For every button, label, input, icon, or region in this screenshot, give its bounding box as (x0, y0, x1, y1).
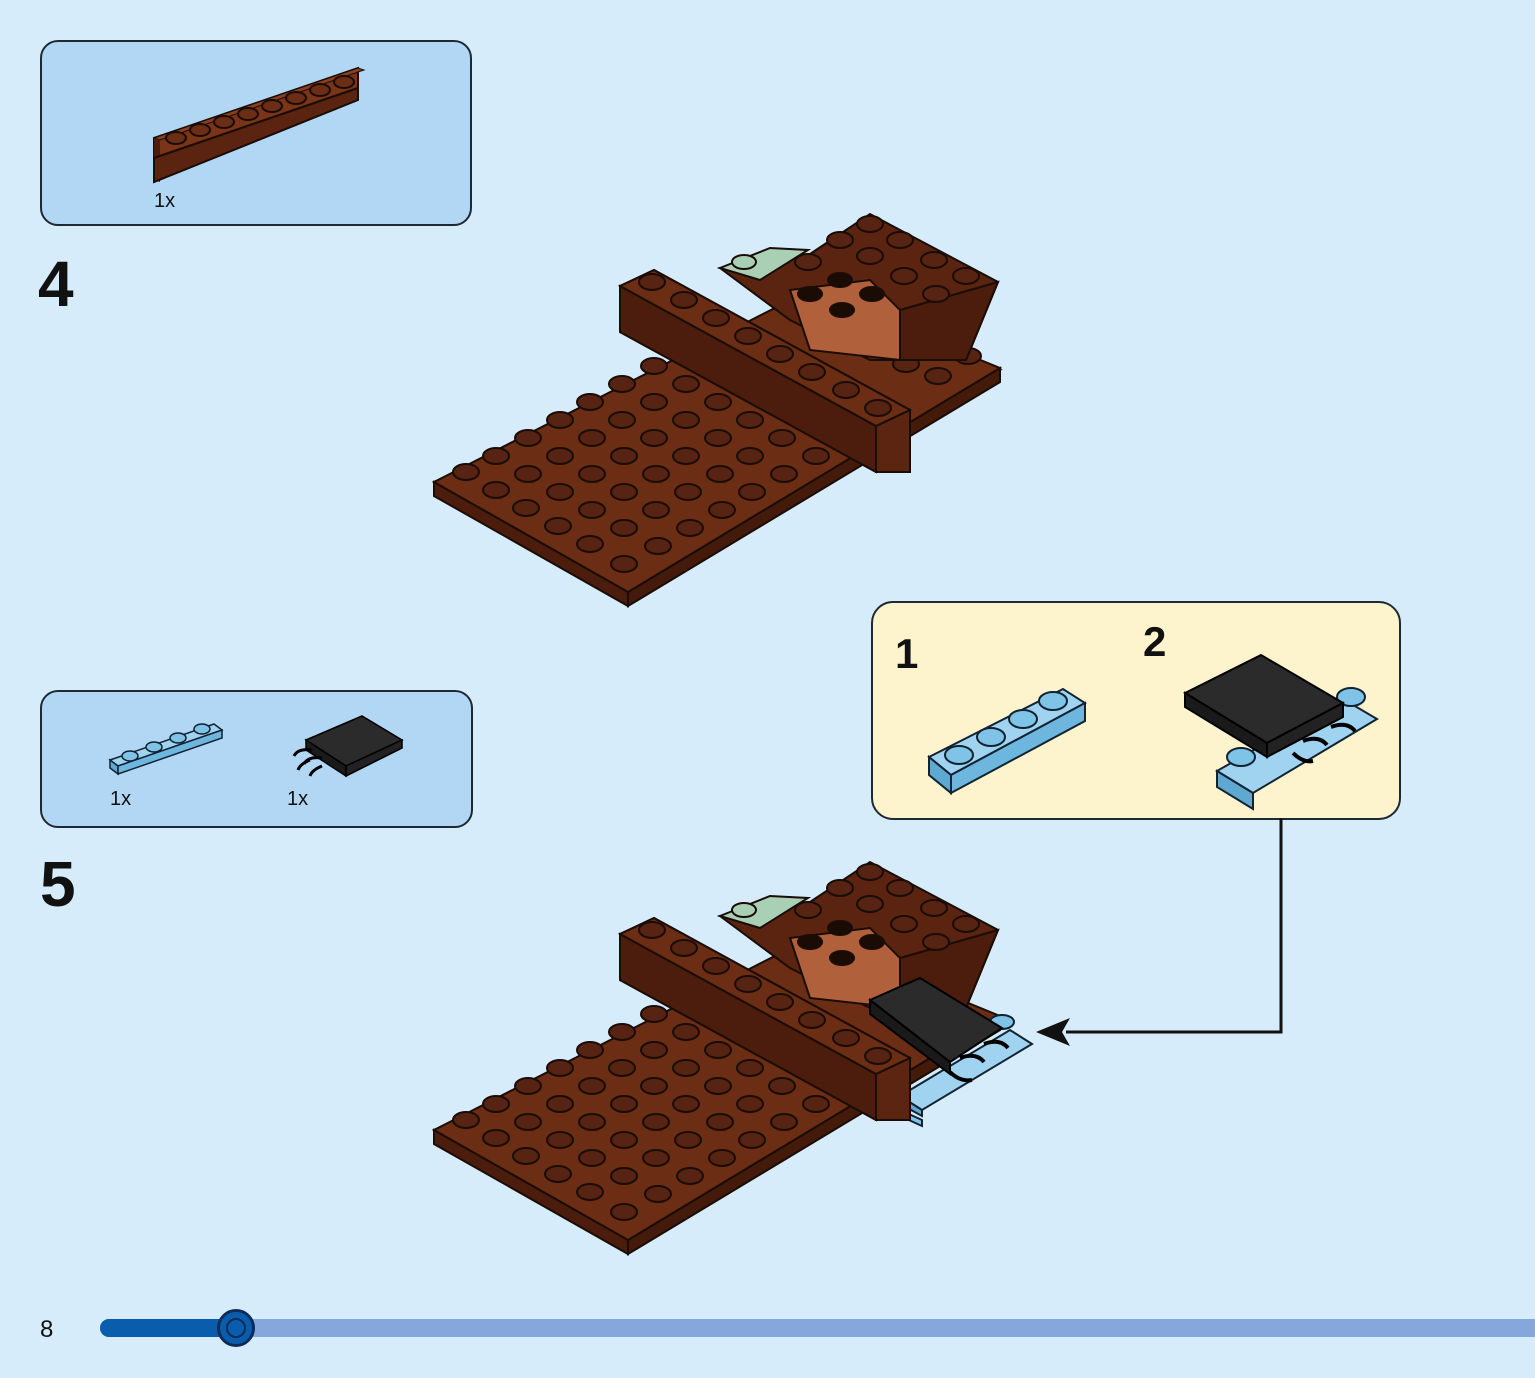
page-number: 8 (40, 1316, 54, 1343)
sub-step-number-2: 2 (1143, 618, 1167, 665)
progress-fill (100, 1319, 237, 1337)
plate-1x4-icon (108, 723, 224, 776)
parts-box-step-4: 1x (40, 40, 472, 226)
sub-assembly-callout: 1 2 (871, 601, 1401, 820)
sub-step-1-plate-icon (927, 687, 1087, 796)
tile-with-clips-icon (292, 715, 404, 778)
sub-step-number-1: 1 (895, 630, 919, 677)
part-qty: 1x (287, 788, 309, 810)
step-number-5: 5 (40, 848, 76, 920)
sub-step-2-tile-icon (1182, 653, 1379, 811)
part-qty: 1x (154, 190, 176, 212)
model-step-5 (431, 860, 1034, 1256)
progress-track (100, 1319, 1535, 1337)
part-qty: 1x (110, 788, 132, 810)
step-number-4: 4 (38, 248, 74, 320)
model-step-4 (431, 212, 1003, 608)
arrow-icon (1036, 818, 1283, 1046)
brick-1x8-icon (152, 66, 366, 184)
parts-box-step-5: 1x 1x (40, 690, 473, 828)
progress-indicator (217, 1309, 256, 1347)
